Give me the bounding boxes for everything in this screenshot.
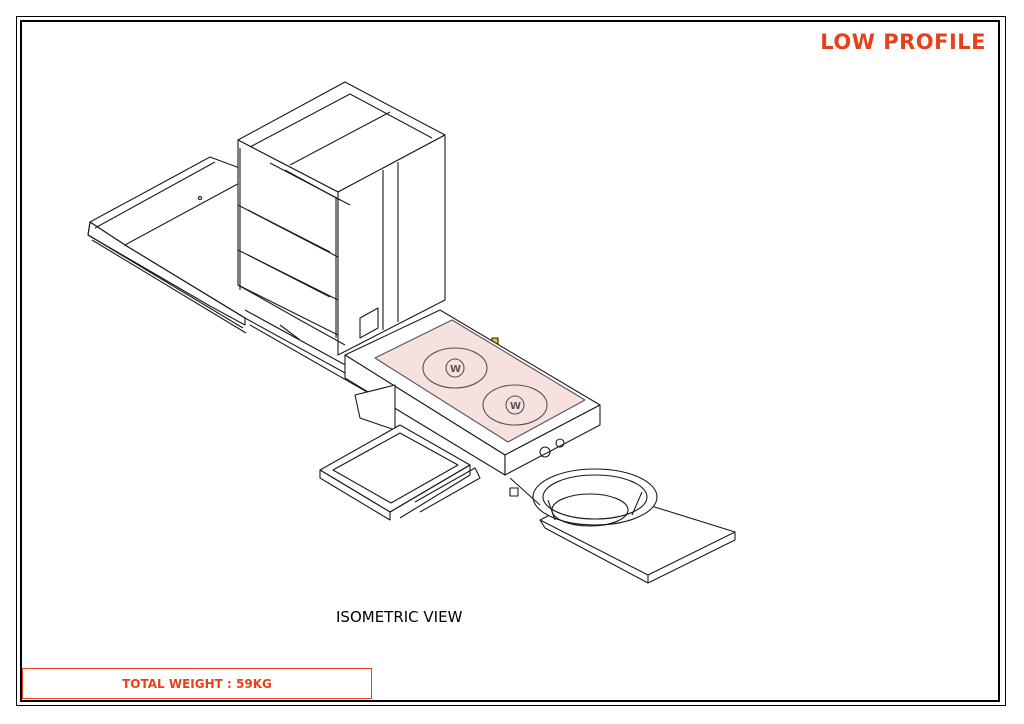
svg-text:W: W [450, 364, 461, 375]
sheet-border [20, 20, 1000, 702]
sheet-title: LOW PROFILE [820, 30, 986, 54]
sink-tray [509, 468, 736, 584]
total-weight-box: TOTAL WEIGHT : 59KG [22, 668, 372, 699]
total-weight-label: TOTAL WEIGHT : 59KG [122, 676, 272, 691]
svg-text:W: W [510, 401, 521, 412]
cooktop-unit: W W [344, 309, 601, 476]
tall-cabinet [237, 81, 446, 356]
sheet-outer-border [16, 16, 1006, 706]
left-slide-tray [87, 156, 247, 334]
view-label: ISOMETRIC VIEW [336, 608, 463, 626]
front-drawer [319, 424, 481, 521]
